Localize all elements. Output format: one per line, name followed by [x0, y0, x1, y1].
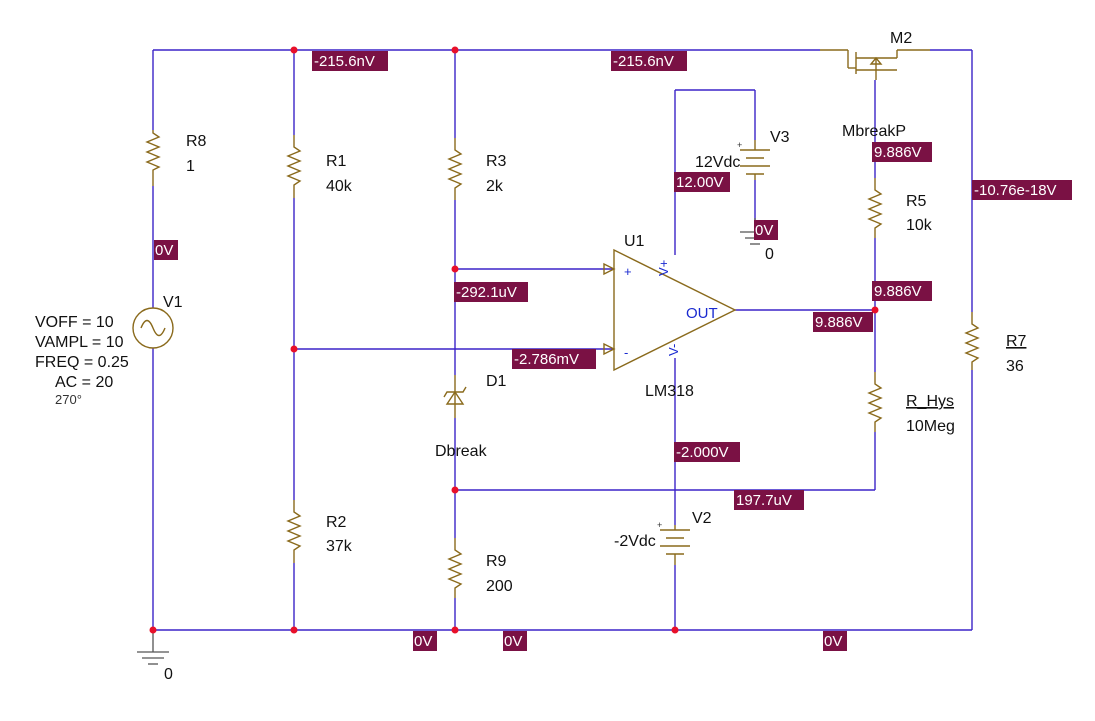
v1-ac: AC = 20 [55, 374, 113, 391]
junction-dot [451, 265, 459, 273]
r3-ref: R3 [486, 153, 507, 170]
voltage-label: 9.886V [815, 314, 863, 331]
voltage-label: 197.7uV [736, 492, 792, 509]
ac-source-v1[interactable]: V1 VOFF = 10 VAMPL = 10 FREQ = 0.25 AC =… [35, 294, 183, 407]
v2-value: -2Vdc [614, 533, 656, 550]
voltage-label: -2.786mV [514, 351, 579, 368]
voltage-label: 0V [504, 633, 522, 650]
r-hys-value: 10Meg [906, 418, 955, 435]
r2-ref: R2 [326, 514, 347, 531]
u1-vminus-pin: V- [666, 344, 681, 356]
voltage-label: 0V [755, 222, 773, 239]
junction-dots [149, 46, 879, 634]
r1-value: 40k [326, 178, 353, 195]
resistor-r8[interactable]: R8 1 [145, 130, 207, 186]
ground-symbol-main: 0 [137, 630, 173, 683]
v3-value: 12Vdc [695, 154, 740, 171]
resistor-r7[interactable]: R7 36 [964, 312, 1027, 375]
voltage-markers: -215.6nV -215.6nV 0V 12.00V 0V 9.886V -1… [154, 51, 1072, 651]
voltage-label: 9.886V [874, 144, 922, 161]
resistor-r1[interactable]: R1 40k [286, 135, 353, 198]
u1-vplus-pin: V+ [656, 260, 671, 276]
resistor-r9[interactable]: R9 200 [447, 538, 513, 598]
voltage-label: 0V [824, 633, 842, 650]
d1-model: Dbreak [435, 443, 488, 460]
mosfet-m2[interactable]: M2 MbreakP [820, 30, 930, 140]
r5-value: 10k [906, 217, 933, 234]
junction-dot [451, 626, 459, 634]
op-amp-u1[interactable]: + - V+ V- OUT U1 LM318 [603, 233, 737, 400]
voltage-label: 12.00V [676, 174, 724, 191]
voltage-label: 9.886V [874, 283, 922, 300]
resistor-r5[interactable]: R5 10k [867, 178, 933, 238]
r7-ref: R7 [1006, 333, 1027, 350]
r3-value: 2k [486, 178, 504, 195]
ground-label-main: 0 [164, 666, 173, 683]
v1-phase: 270° [55, 392, 82, 407]
voltage-label: -2.000V [676, 444, 729, 461]
u1-minus-pin: - [624, 345, 628, 360]
junction-dot [671, 626, 679, 634]
voltage-label: -292.1uV [456, 284, 517, 301]
junction-dot [871, 306, 879, 314]
v1-freq: FREQ = 0.25 [35, 354, 129, 371]
junction-dot [451, 486, 459, 494]
m2-ref: M2 [890, 30, 912, 47]
zener-diode-d1[interactable]: D1 Dbreak [435, 373, 507, 460]
dc-source-v2[interactable]: + V2 -2Vdc [614, 510, 712, 565]
u1-ref: U1 [624, 233, 645, 250]
r9-value: 200 [486, 578, 513, 595]
m2-model: MbreakP [842, 123, 906, 140]
r-hys-ref: R_Hys [906, 393, 954, 410]
r8-ref: R8 [186, 133, 207, 150]
v1-voff: VOFF = 10 [35, 314, 114, 331]
r8-value: 1 [186, 158, 195, 175]
r7-value: 36 [1006, 358, 1024, 375]
d1-ref: D1 [486, 373, 507, 390]
v2-ref: V2 [692, 510, 712, 527]
dc-source-v3[interactable]: + V3 12Vdc [695, 129, 790, 180]
resistor-r2[interactable]: R2 37k [286, 500, 353, 563]
v3-plus-mark: + [737, 140, 742, 150]
r2-value: 37k [326, 538, 353, 555]
r5-ref: R5 [906, 193, 927, 210]
voltage-label: 0V [155, 242, 173, 259]
junction-dot [290, 345, 298, 353]
junction-dot [290, 626, 298, 634]
resistor-r-hys[interactable]: R_Hys 10Meg [867, 372, 955, 435]
r9-ref: R9 [486, 553, 507, 570]
voltage-label: -215.6nV [314, 53, 375, 70]
r1-ref: R1 [326, 153, 347, 170]
v2-plus-mark: + [657, 520, 662, 530]
v1-vampl: VAMPL = 10 [35, 334, 124, 351]
resistor-r3[interactable]: R3 2k [447, 138, 507, 200]
v1-ref: V1 [163, 294, 183, 311]
junction-dot [451, 46, 459, 54]
v3-ref: V3 [770, 129, 790, 146]
u1-model: LM318 [645, 383, 694, 400]
voltage-label: -10.76e-18V [974, 182, 1057, 199]
junction-dot [290, 46, 298, 54]
u1-plus-pin: + [624, 264, 632, 279]
u1-out-pin: OUT [686, 305, 718, 322]
voltage-label: 0V [414, 633, 432, 650]
junction-dot [149, 626, 157, 634]
voltage-label: -215.6nV [613, 53, 674, 70]
ground-label-v3: 0 [765, 246, 774, 263]
